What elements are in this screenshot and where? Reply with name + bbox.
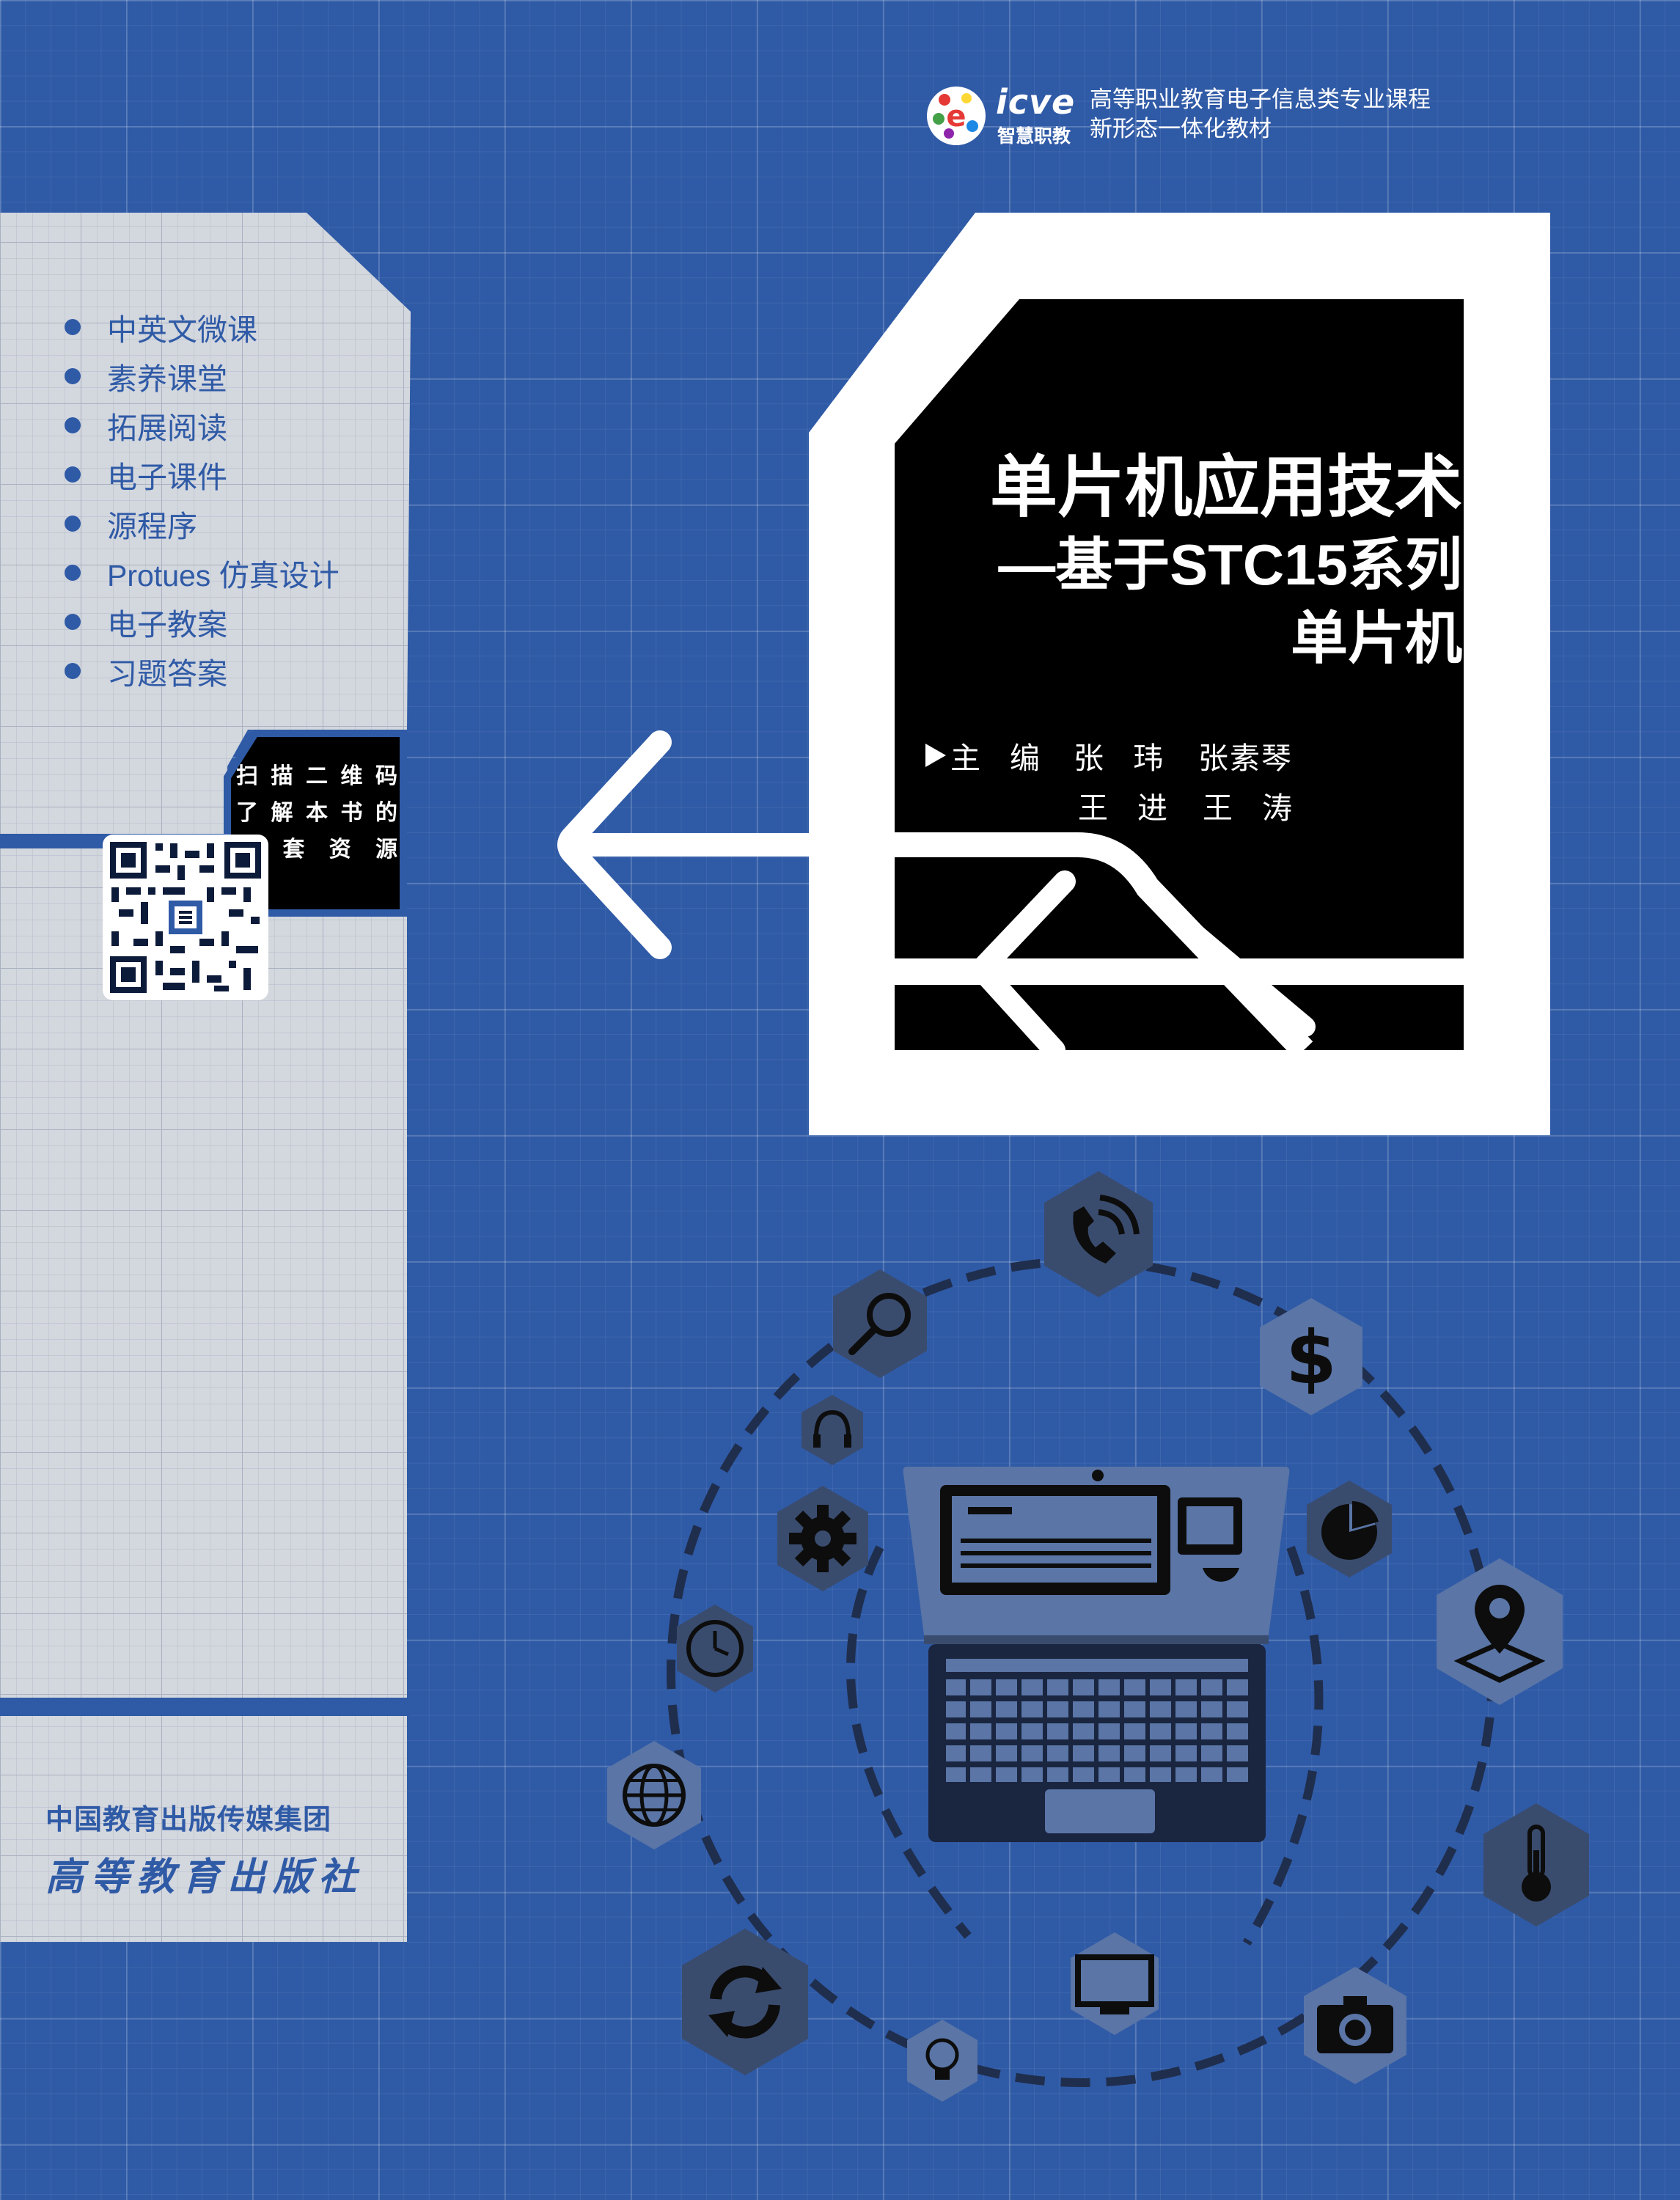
book-title: 单片机应用技术 (989, 450, 1462, 525)
feature-item: 中英文微课 (65, 302, 340, 351)
feature-item: 素养课堂 (65, 351, 340, 400)
feature-item: 习题答案 (65, 646, 340, 695)
brand-logo-subtext: 智慧职教 (997, 125, 1071, 147)
gear-icon (777, 1486, 868, 1591)
lightbulb-icon (907, 2020, 977, 2102)
bullet-dot-icon (65, 367, 81, 384)
feature-label: 中英文微课 (107, 312, 257, 347)
qr-code-icon[interactable] (103, 835, 268, 1000)
headphones-icon (802, 1395, 863, 1465)
authors-row-1: 主编 张玮 张素琴 (925, 730, 1327, 780)
clock-icon (677, 1605, 753, 1693)
editor-role-label: 主编 (950, 741, 1069, 775)
feature-label: Protues 仿真设计 (107, 558, 340, 593)
qr-label-tab (224, 730, 407, 917)
feature-label: 电子课件 (107, 460, 227, 494)
bullet-dot-icon (65, 318, 81, 335)
book-subtitle-line-2: 单片机 (1290, 606, 1462, 670)
title-frame (809, 213, 1550, 1135)
author-name: 张玮 (1074, 741, 1192, 775)
publisher-block: 中国教育出版传媒集团 高等教育出版社 (45, 1797, 364, 1901)
svg-text:$: $ (1285, 1315, 1337, 1401)
triangle-right-icon (925, 744, 946, 767)
hex-icons: $ (607, 1171, 1589, 2102)
feature-label: 素养课堂 (107, 362, 227, 396)
bullet-dot-icon (65, 417, 81, 433)
thermometer-icon (1483, 1803, 1589, 1926)
feature-label: 拓展阅读 (107, 411, 227, 445)
qr-code-graphic (110, 842, 261, 993)
resource-feature-list: 中英文微课 素养课堂 拓展阅读 电子课件 源程序 Protues 仿真设计 电子… (65, 302, 340, 695)
authors-row-2: 王进 王涛 (925, 780, 1327, 830)
feature-item: 电子教案 (65, 597, 340, 646)
icve-logo-icon: e (927, 87, 986, 145)
publisher-name: 高等教育出版社 (45, 1857, 364, 1899)
brand-logo-text: icve (996, 82, 1076, 122)
laptop-icon (903, 1467, 1290, 1842)
arrow-left-icon (557, 730, 809, 959)
phone-signal-icon (1044, 1171, 1153, 1297)
bullet-dot-icon (65, 466, 81, 483)
series-description: 高等职业教育电子信息类专业课程 新形态一体化教材 (1090, 85, 1431, 144)
pie-chart-icon (1307, 1481, 1392, 1577)
bullet-dot-icon (65, 564, 81, 581)
authors-block: 主编 张玮 张素琴 王进 王涛 (925, 730, 1327, 830)
author-name: 王进 (1078, 791, 1197, 825)
qr-label-line-2: 了解本书的 (236, 801, 397, 825)
feature-item: 源程序 (65, 499, 340, 548)
publisher-group: 中国教育出版传媒集团 (45, 1805, 332, 1836)
bullet-dot-icon (65, 662, 81, 679)
dollar-icon: $ (1260, 1298, 1362, 1415)
series-line-1: 高等职业教育电子信息类专业课程 (1090, 87, 1431, 112)
series-line-2: 新形态一体化教材 (1090, 116, 1272, 142)
refresh-icon (682, 1929, 808, 2075)
author-name: 张素琴 (1198, 741, 1293, 775)
feature-label: 源程序 (107, 509, 197, 543)
svg-text:e: e (946, 100, 966, 133)
feature-item: 电子课件 (65, 450, 340, 499)
feature-item: 拓展阅读 (65, 400, 340, 450)
bullet-dot-icon (65, 515, 81, 532)
book-subtitle: —基于STC15系列 (998, 532, 1462, 597)
bullet-dot-icon (65, 613, 81, 630)
book-title-block: 单片机应用技术 —基于STC15系列 单片机 (893, 447, 1462, 675)
camera-icon (1304, 1967, 1406, 2084)
qr-label-line-1: 扫描二维码 (236, 764, 397, 788)
globe-icon (607, 1741, 701, 1849)
feature-label: 习题答案 (107, 656, 227, 691)
monitor-icon (1071, 1932, 1159, 2035)
feature-label: 电子教案 (107, 607, 227, 642)
brand-header: e icve 智慧职教 高等职业教育电子信息类专业课程 新形态一体化教材 (925, 79, 1483, 153)
location-pin-icon (1437, 1558, 1563, 1705)
author-name: 王涛 (1203, 791, 1321, 825)
search-icon (833, 1269, 927, 1378)
feature-item: Protues 仿真设计 (65, 548, 340, 597)
